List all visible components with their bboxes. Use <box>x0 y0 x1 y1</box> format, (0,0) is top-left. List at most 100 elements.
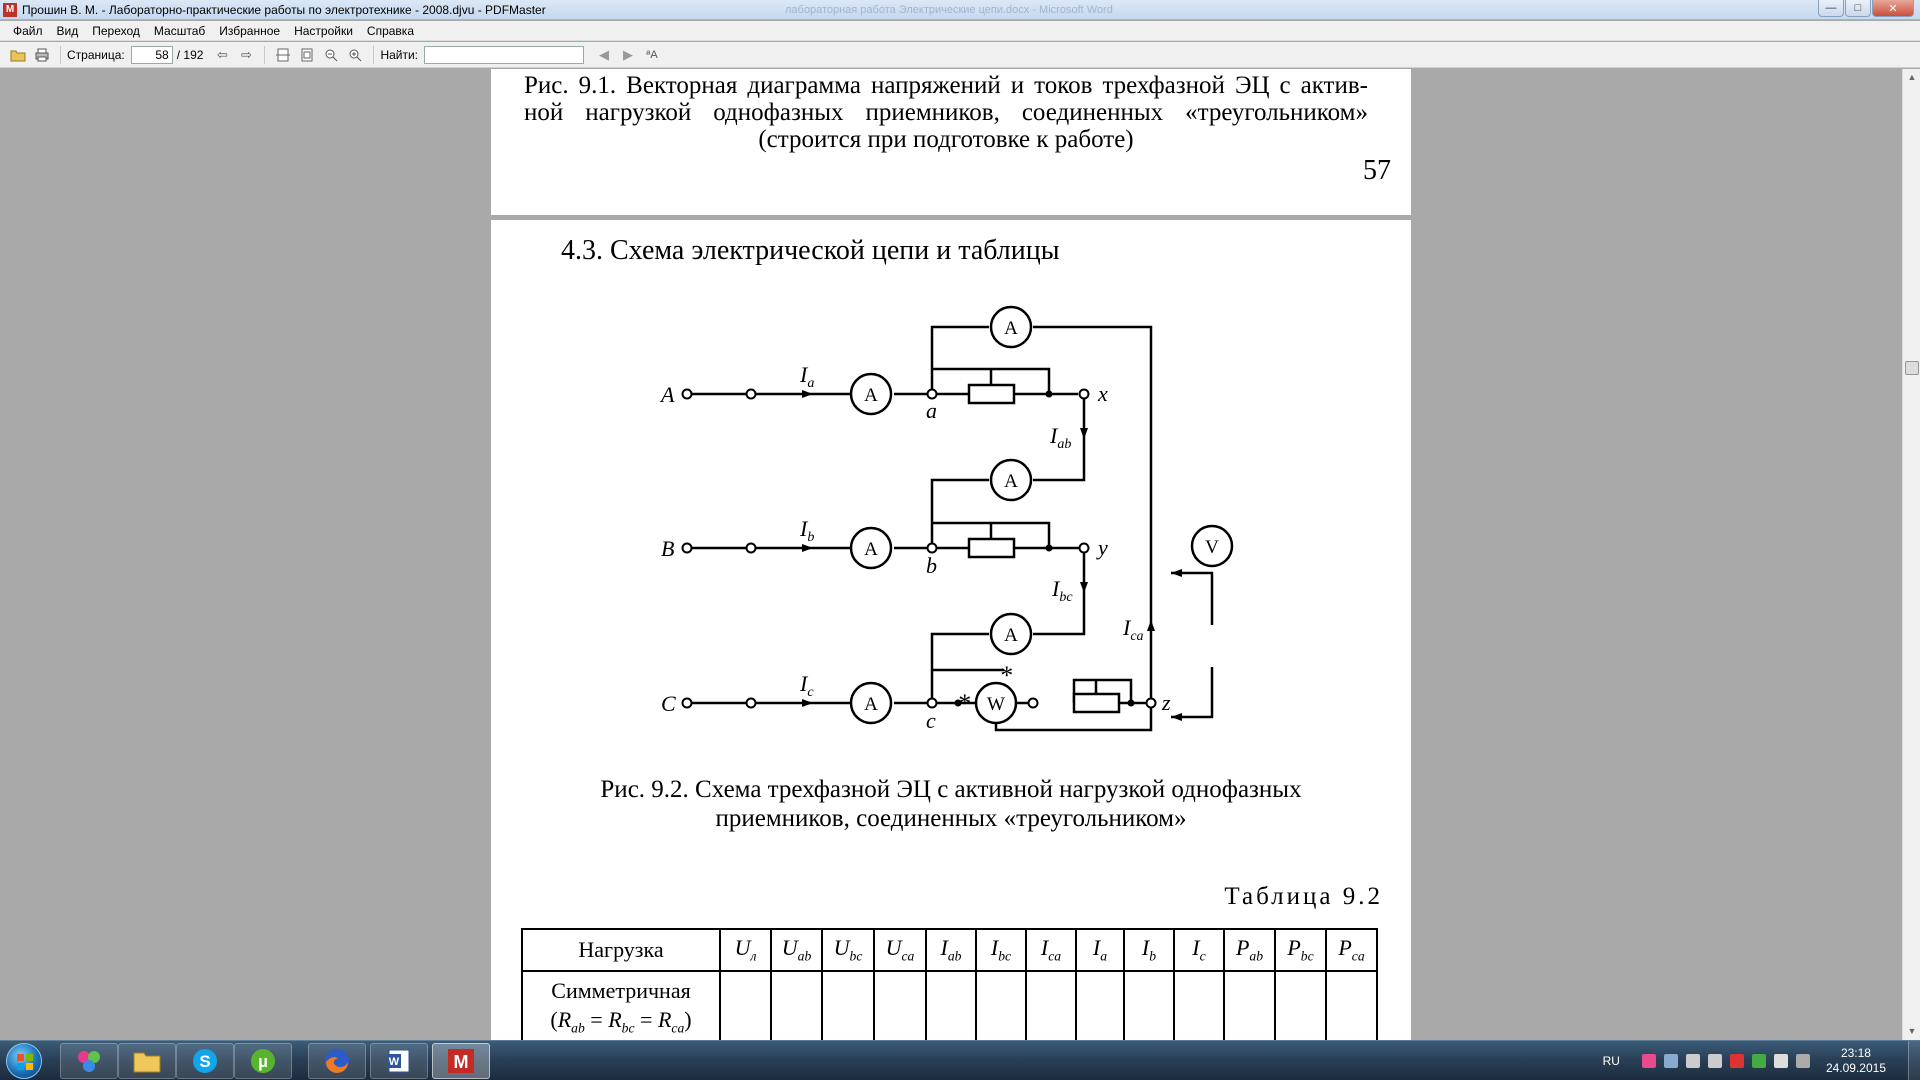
action-center-flag-icon[interactable] <box>1773 1054 1788 1068</box>
resistors <box>967 369 1121 714</box>
circuit-labels: A B C a b c x y z Ia Ib Ic Iab Ibc Ica *… <box>659 362 1171 733</box>
firefox-icon <box>325 1049 349 1073</box>
header-i-c: Ic <box>1173 928 1225 972</box>
label-current-ib-sub: b <box>807 530 814 545</box>
forward-icon[interactable]: ⇨ <box>240 46 252 62</box>
display-icon[interactable] <box>1795 1054 1810 1068</box>
table-cell <box>1223 970 1276 1040</box>
row-symmetric-label: Симметричная (Rab = Rbc = Rca) <box>521 970 721 1040</box>
measurement-table: Нагрузка Uл Uab Ubc Uca Iab Ibc Ica Ia I… <box>521 928 1378 1040</box>
match-case-icon[interactable]: ªA <box>646 48 658 61</box>
find-input[interactable] <box>424 45 585 64</box>
scrollbar-thumb[interactable] <box>1905 361 1919 375</box>
word-icon: W <box>387 1049 410 1073</box>
back-icon[interactable]: ⇦ <box>216 46 228 62</box>
label-current-iab: I <box>1049 423 1059 448</box>
taskbar-word[interactable]: W <box>370 1043 428 1079</box>
voltmeter-icon <box>1190 524 1234 568</box>
fit-width-icon[interactable] <box>274 46 292 64</box>
menu-file[interactable]: Файл <box>13 23 43 38</box>
menu-settings[interactable]: Настройки <box>294 23 353 38</box>
antivirus-icon[interactable] <box>1729 1054 1744 1068</box>
header-i-a: Ia <box>1075 928 1125 972</box>
taskbar-firefox[interactable] <box>308 1043 366 1079</box>
table-cell <box>1173 970 1225 1040</box>
color-balls-icon <box>78 1051 100 1072</box>
maximize-button[interactable]: □ <box>1845 0 1871 17</box>
close-button[interactable]: ✕ <box>1872 0 1914 17</box>
label-phase-a: A <box>659 382 675 407</box>
tray-update-icon[interactable] <box>1751 1054 1766 1068</box>
label-current-ica: I <box>1122 615 1132 640</box>
clock[interactable]: 23:18 24.09.2015 <box>1826 1046 1886 1076</box>
taskbar-explorer[interactable] <box>118 1043 176 1079</box>
taskbar: S µ W M RU 23:18 24.09.2015 <box>0 1040 1920 1080</box>
menu-zoom[interactable]: Масштаб <box>153 23 206 38</box>
open-icon[interactable] <box>9 46 27 64</box>
minimize-button[interactable]: — <box>1818 0 1844 17</box>
svg-text:M: M <box>454 1052 469 1072</box>
fig-9-2-caption-line-1: Рис. 9.2. Схема трехфазной ЭЦ с активной… <box>600 776 1302 803</box>
label-node-z: z <box>1161 690 1171 715</box>
print-icon[interactable] <box>33 46 51 64</box>
zoom-out-icon[interactable] <box>322 46 340 64</box>
toolbar-separator <box>373 45 375 64</box>
fig-9-1-caption-line-2: ной нагрузкой однофазных приемников, сое… <box>524 99 1368 126</box>
table-cell <box>1123 970 1175 1040</box>
wattmeter-icon <box>974 681 1018 725</box>
volume-icon[interactable] <box>1685 1054 1700 1068</box>
menu-favorites[interactable]: Избранное <box>219 23 281 38</box>
voltmeter-letter: V <box>1205 537 1219 558</box>
start-button[interactable] <box>6 1043 42 1079</box>
taskbar-utorrent[interactable]: µ <box>234 1043 292 1079</box>
document-viewer[interactable]: Рис. 9.1. Векторная диаграмма напряжений… <box>0 69 1920 1040</box>
find-next-icon[interactable]: ▶ <box>623 46 634 62</box>
ammeter-a-icon <box>849 372 893 416</box>
speaker-icon[interactable] <box>1707 1054 1722 1068</box>
taskbar-skype[interactable]: S <box>176 1043 234 1079</box>
label-node-c: c <box>926 708 936 733</box>
menu-go[interactable]: Переход <box>92 23 140 38</box>
page-label: Страница: <box>67 47 125 62</box>
header-p-ab: Pab <box>1223 928 1276 972</box>
svg-text:Ic: Ic <box>799 671 814 700</box>
table-cell <box>1274 970 1327 1040</box>
page-57: Рис. 9.1. Векторная диаграмма напряжений… <box>491 69 1411 215</box>
label-current-iab-sub: ab <box>1057 437 1071 452</box>
fit-page-icon[interactable] <box>298 46 316 64</box>
wattmeter-star-left: * <box>957 689 970 718</box>
label-current-ibc-sub: bc <box>1059 590 1073 605</box>
header-u-ca: Uca <box>873 928 927 972</box>
header-i-b: Ib <box>1123 928 1175 972</box>
find-prev-icon[interactable]: ◀ <box>599 46 610 62</box>
taskbar-pdfmaster[interactable]: M <box>432 1043 490 1079</box>
label-current-ica-sub: ca <box>1130 629 1143 644</box>
wires <box>687 325 1214 732</box>
zoom-in-icon[interactable] <box>346 46 364 64</box>
label-current-ic-sub: c <box>807 685 814 700</box>
menu-help[interactable]: Справка <box>366 23 414 38</box>
ammeter-letter: A <box>864 385 878 406</box>
scroll-down-icon[interactable]: ▼ <box>1907 1026 1917 1036</box>
header-u-bc: Ubc <box>821 928 875 972</box>
junctions <box>954 390 1135 707</box>
label-node-y: y <box>1096 535 1108 560</box>
vertical-scrollbar[interactable]: ▲ ▼ <box>1902 69 1920 1040</box>
pdfmaster-icon: M <box>448 1049 474 1073</box>
page-number-input[interactable] <box>130 45 173 64</box>
svg-text:Ib: Ib <box>799 516 814 545</box>
windows-logo-icon <box>17 1054 33 1070</box>
window-title: Прошин В. М. - Лабораторно-практические … <box>22 2 546 17</box>
tray-app-icon[interactable] <box>1641 1054 1656 1068</box>
taskbar-pinned-app[interactable] <box>60 1043 118 1079</box>
show-desktop-button[interactable] <box>1908 1041 1920 1080</box>
ammeter-c-icon <box>849 681 893 725</box>
label-node-b: b <box>926 553 937 578</box>
menu-view[interactable]: Вид <box>56 23 79 38</box>
language-indicator[interactable]: RU <box>1602 1054 1620 1068</box>
scroll-up-icon[interactable]: ▲ <box>1907 72 1917 82</box>
table-cell <box>821 970 875 1040</box>
label-current-ib: I <box>799 516 809 541</box>
fig-9-2-caption-line-2: приемников, соединенных «треугольником» <box>715 805 1187 832</box>
network-icon[interactable] <box>1663 1054 1678 1068</box>
